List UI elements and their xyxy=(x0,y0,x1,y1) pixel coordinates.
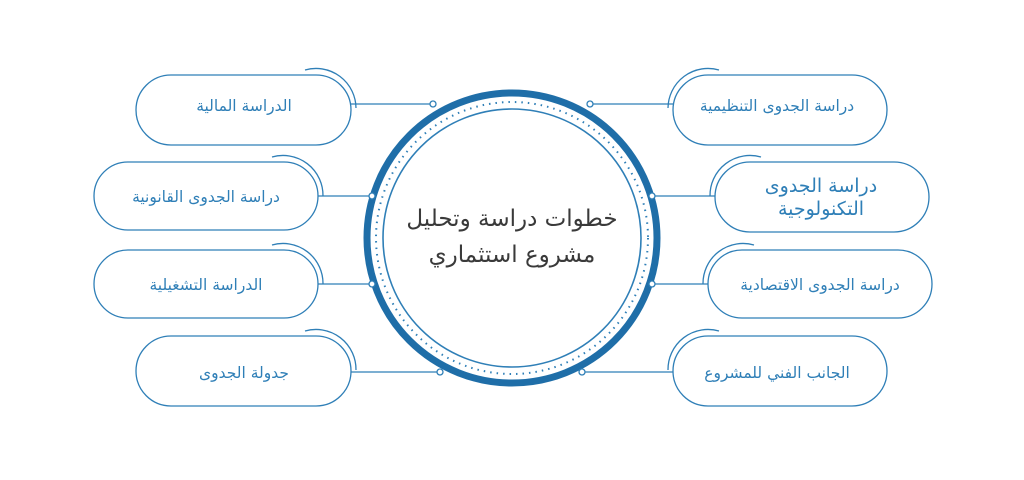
center-title-line-2: مشروع استثماري xyxy=(429,242,596,268)
pill-accent-arc xyxy=(667,67,720,109)
pill-outline xyxy=(672,74,888,146)
left-node-operational-study[interactable]: الدراسة التشغيلية xyxy=(93,242,324,319)
pill-outline xyxy=(707,249,933,319)
center-dotted-ring xyxy=(375,101,649,375)
pill-outline xyxy=(672,335,888,407)
pill-label-line-2: التكنولوجية xyxy=(778,198,864,220)
ring-dot xyxy=(586,100,594,108)
pill-label: جدولة الجدوى xyxy=(199,364,289,383)
ring-dot xyxy=(648,192,656,200)
center-node[interactable]: خطوات دراسة وتحليل مشروع استثماري xyxy=(363,89,661,387)
pill-label: دراسة الجدوى القانونية xyxy=(132,188,280,207)
ring-dot xyxy=(368,192,376,200)
pill-accent-arc xyxy=(271,154,324,197)
pill-label: دراسة الجدوى الاقتصادية xyxy=(740,276,900,295)
ring-dot xyxy=(368,280,376,288)
center-outer-ring xyxy=(363,89,661,387)
ring-dot xyxy=(436,368,444,376)
connector-lines xyxy=(318,103,715,373)
pill-outline xyxy=(135,335,352,407)
pill-accent-arc xyxy=(304,328,357,371)
right-node-technical-aspect[interactable]: الجانب الفني للمشروع xyxy=(667,328,888,407)
pill-accent-arc xyxy=(304,67,357,109)
center-title-line-1: خطوات دراسة وتحليل xyxy=(406,206,617,232)
right-node-organizational-feasibility[interactable]: دراسة الجدوى التنظيمية xyxy=(667,67,888,146)
ring-dot xyxy=(429,100,437,108)
left-node-legal-feasibility[interactable]: دراسة الجدوى القانونية xyxy=(93,154,324,231)
ring-dot xyxy=(578,368,586,376)
center-inner-ring xyxy=(382,108,642,368)
ring-dot xyxy=(648,280,656,288)
center-ring-dots xyxy=(368,100,656,376)
pill-label: الجانب الفني للمشروع xyxy=(704,364,850,383)
pill-outline xyxy=(93,161,319,231)
pill-outline xyxy=(135,74,352,146)
pill-outline xyxy=(93,249,319,319)
right-node-technological-feasibility[interactable]: دراسة الجدوى التكنولوجية xyxy=(709,154,930,233)
left-node-feasibility-scheduling[interactable]: جدولة الجدوى xyxy=(135,328,357,407)
pill-accent-arc xyxy=(702,242,755,285)
pill-accent-arc xyxy=(709,154,762,197)
pill-label: الدراسة التشغيلية xyxy=(150,276,263,294)
pill-label: الدراسة المالية xyxy=(196,97,292,115)
pill-label: دراسة الجدوى التنظيمية xyxy=(700,97,854,116)
pill-label-line-1: دراسة الجدوى xyxy=(765,175,877,197)
pill-accent-arc xyxy=(271,242,324,285)
right-node-economic-feasibility[interactable]: دراسة الجدوى الاقتصادية xyxy=(702,242,933,319)
pill-accent-arc xyxy=(667,328,720,371)
left-node-financial-study[interactable]: الدراسة المالية xyxy=(135,67,357,146)
pill-outline xyxy=(714,161,930,233)
